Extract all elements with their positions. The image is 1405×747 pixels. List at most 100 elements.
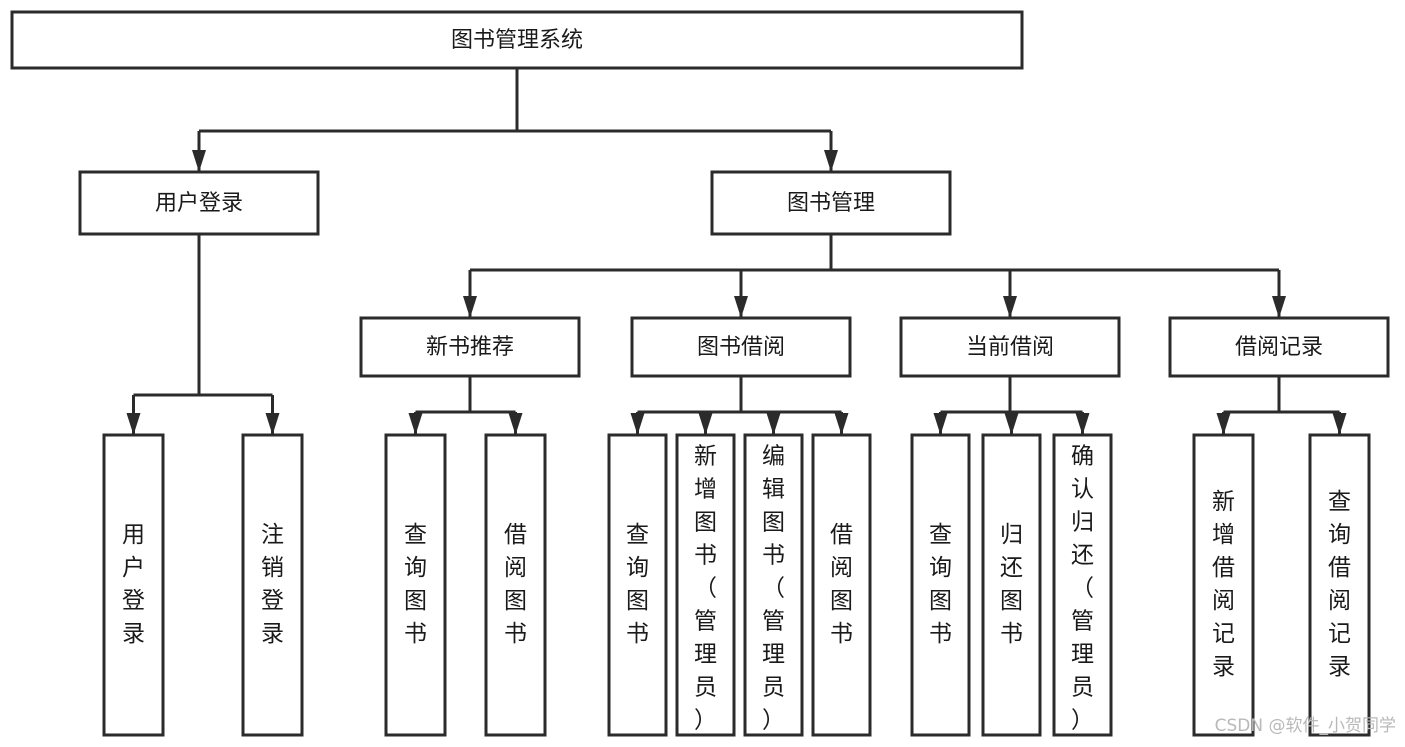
- node-current-borrow[interactable]: 当前借阅: [899, 316, 1121, 378]
- node-leaf-query-book-current-box[interactable]: [910, 433, 971, 737]
- label-char: 书: [404, 621, 427, 647]
- node-current-borrow-label: 当前借阅: [966, 335, 1054, 360]
- node-book-manage-box[interactable]: [710, 170, 952, 236]
- label-char: 书: [929, 621, 952, 647]
- node-book-borrow-label: 图书借阅: [697, 335, 785, 360]
- label-char: 归: [1071, 510, 1094, 536]
- label-char: 阅: [1328, 588, 1351, 614]
- node-book-borrow-box[interactable]: [630, 316, 852, 378]
- node-new-book-recommend[interactable]: 新书推荐: [359, 316, 581, 378]
- label-char: 借: [1212, 555, 1235, 581]
- label-char: 管: [762, 609, 785, 635]
- node-current-borrow-box[interactable]: [899, 316, 1121, 378]
- label-char: 阅: [504, 555, 527, 581]
- label-char: 书: [830, 621, 853, 647]
- leaf-fanout-book-borrow-arrow-1: [698, 413, 713, 435]
- label-char: 记: [1212, 621, 1235, 647]
- node-leaf-user-login[interactable]: 用户登录: [102, 433, 165, 737]
- root-node-label: 图书管理系统: [451, 28, 583, 53]
- node-leaf-logout-login-box[interactable]: [241, 433, 304, 737]
- leaf-fanout-book-borrow-arrow-3: [834, 413, 849, 435]
- label-char: ）: [762, 708, 785, 734]
- leaf-fanout-borrow-record-arrow-1: [1332, 413, 1347, 435]
- node-leaf-confirm-return-admin-box[interactable]: [1052, 433, 1113, 737]
- root-node-box[interactable]: [10, 10, 1024, 70]
- node-leaf-query-borrow-record-box[interactable]: [1308, 433, 1371, 737]
- watermark-text: CSDN @软件_小贺同学: [1215, 716, 1396, 736]
- label-char: 记: [1328, 621, 1351, 647]
- label-char: 理: [1071, 642, 1094, 668]
- label-char: 询: [404, 555, 427, 581]
- label-char: 员: [1071, 675, 1094, 701]
- node-user-login-box[interactable]: [78, 170, 320, 236]
- node-leaf-edit-book-admin-box[interactable]: [743, 433, 804, 737]
- label-char: 用: [122, 522, 145, 548]
- node-leaf-user-login-box[interactable]: [102, 433, 165, 737]
- label-char: 书: [694, 543, 717, 569]
- node-book-borrow[interactable]: 图书借阅: [630, 316, 852, 378]
- node-leaf-borrow-book-box[interactable]: [811, 433, 872, 737]
- book-manage-fanout-arrow-3: [1272, 296, 1286, 318]
- node-borrow-record[interactable]: 借阅记录: [1168, 316, 1390, 378]
- node-borrow-record-label: 借阅记录: [1235, 335, 1323, 360]
- leaf-fanout-book-borrow-arrow-0: [630, 413, 645, 435]
- label-char: 图: [626, 588, 649, 614]
- label-char: 阅: [1212, 588, 1235, 614]
- node-leaf-add-borrow-record-box[interactable]: [1192, 433, 1255, 737]
- node-user-login[interactable]: 用户登录: [78, 170, 320, 236]
- label-char: （: [1071, 576, 1094, 602]
- label-char: 理: [762, 642, 785, 668]
- node-leaf-borrow-book-recommend-box[interactable]: [484, 433, 547, 737]
- node-borrow-record-box[interactable]: [1168, 316, 1390, 378]
- label-char: 查: [929, 522, 952, 548]
- leaf-fanout-new-book-recommend-arrow-1: [508, 413, 523, 435]
- node-book-manage-label: 图书管理: [787, 191, 875, 216]
- root-node[interactable]: 图书管理系统: [10, 10, 1024, 70]
- node-leaf-return-book-box[interactable]: [981, 433, 1042, 737]
- label-char: 书: [762, 543, 785, 569]
- node-leaf-add-book-admin-box[interactable]: [675, 433, 736, 737]
- label-char: 确: [1071, 444, 1094, 470]
- label-char: 询: [929, 555, 952, 581]
- label-char: 归: [1000, 522, 1023, 548]
- leaf-fanout-current-borrow-arrow-1: [1004, 413, 1019, 435]
- label-char: 还: [1000, 555, 1023, 581]
- label-char: 还: [1071, 543, 1094, 569]
- label-char: 借: [1328, 555, 1351, 581]
- label-char: 图: [694, 510, 717, 536]
- leaf-fanout-borrow-record-arrow-0: [1216, 413, 1231, 435]
- label-char: 管: [1071, 609, 1094, 635]
- label-char: 新: [1212, 489, 1235, 515]
- connectors-layer: [126, 68, 1347, 435]
- leaf-fanout-current-borrow-arrow-2: [1075, 413, 1090, 435]
- node-book-manage[interactable]: 图书管理: [710, 170, 952, 236]
- label-char: 登: [261, 588, 284, 614]
- node-leaf-query-book-recommend-box[interactable]: [384, 433, 447, 737]
- label-char: 查: [404, 522, 427, 548]
- node-new-book-recommend-box[interactable]: [359, 316, 581, 378]
- label-char: 图: [404, 588, 427, 614]
- label-char: 登: [122, 588, 145, 614]
- book-manage-fanout-arrow-2: [1003, 296, 1017, 318]
- label-char: 增: [1212, 522, 1235, 548]
- label-char: 询: [1328, 522, 1351, 548]
- node-leaf-query-book-box[interactable]: [607, 433, 668, 737]
- label-char: 查: [1328, 489, 1351, 515]
- label-char: 理: [694, 642, 717, 668]
